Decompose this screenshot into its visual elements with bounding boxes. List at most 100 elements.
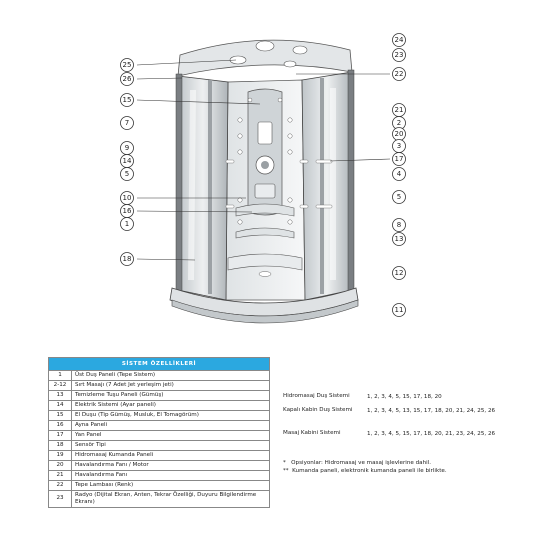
- row-number: 21: [48, 469, 72, 481]
- callout-left-10: 1: [120, 217, 134, 231]
- svg-text:21: 21: [395, 106, 404, 114]
- system-massage-cabin: Masaj Kabini Sistemi 1, 2, 3, 4, 5, 15, …: [283, 430, 513, 450]
- row-label: Tepe Lambası (Renk): [71, 479, 270, 491]
- svg-text:1: 1: [125, 220, 129, 228]
- row-number: 19: [48, 449, 72, 461]
- svg-text:17: 17: [395, 155, 404, 163]
- system-label: Kapalı Kabin Duş Sistemi: [283, 407, 353, 413]
- system-value: 1, 2, 3, 4, 5, 15, 17, 18, 20, 21, 23, 2…: [367, 431, 496, 437]
- svg-text:7: 7: [125, 119, 129, 127]
- callout-left-11: 18: [120, 252, 134, 266]
- row-label: Yan Panel: [71, 429, 270, 441]
- system-value: 1, 2, 3, 4, 5, 13, 15, 17, 18, 20, 21, 2…: [367, 408, 496, 414]
- row-label: Sensör Tipi: [71, 439, 270, 451]
- row-number: 13: [48, 389, 72, 401]
- svg-text:25: 25: [123, 61, 132, 69]
- svg-text:9: 9: [125, 144, 129, 152]
- svg-text:15: 15: [123, 96, 132, 104]
- svg-text:24: 24: [395, 36, 404, 44]
- row-number: 2-12: [48, 379, 72, 391]
- svg-text:22: 22: [395, 70, 404, 78]
- row-label: Elektrik Sistemi (Ayar paneli): [71, 399, 270, 411]
- callout-left-2: 26: [120, 72, 134, 86]
- callout-right-12: 13: [392, 232, 406, 246]
- callout-left-3: 15: [120, 93, 134, 107]
- callout-left-7: 5: [120, 167, 134, 181]
- row-number: 22: [48, 479, 72, 491]
- callout-right-1: 24: [392, 33, 406, 47]
- svg-text:3: 3: [397, 142, 401, 150]
- table-title: SİSTEM ÖZELLİKLERİ: [48, 357, 270, 371]
- svg-text:4: 4: [397, 170, 402, 178]
- system-hydromassage: Hidromasaj Duş Sistemi 1, 2, 3, 4, 5, 15…: [283, 393, 513, 405]
- callout-right-6: 20: [392, 127, 406, 141]
- svg-text:16: 16: [123, 207, 132, 215]
- svg-text:23: 23: [395, 51, 404, 59]
- row-label: Radyo (Dijital Ekran, Anten, Tekrar Özel…: [71, 489, 270, 508]
- callout-left-1: 25: [120, 58, 134, 72]
- svg-text:13: 13: [395, 235, 404, 243]
- row-label: Sırt Masajı (7 Adet Jet yerleşim jeti): [71, 379, 270, 391]
- row-number: 23: [48, 489, 72, 508]
- row-label: Temizleme Tuşu Paneli (Gümüş): [71, 389, 270, 401]
- row-label: Üst Duş Paneli (Tepe Sistem): [71, 370, 270, 381]
- callout-left-5: 9: [120, 141, 134, 155]
- callout-right-11: 8: [392, 218, 406, 232]
- system-closed-cabin: Kapalı Kabin Duş Sistemi 1, 2, 3, 4, 5, …: [283, 407, 513, 427]
- system-label: Hidromasaj Duş Sistemi: [283, 393, 350, 399]
- row-number: 17: [48, 429, 72, 441]
- row-number: 16: [48, 419, 72, 431]
- row-number: 15: [48, 409, 72, 421]
- leader-lines: [136, 59, 391, 261]
- svg-text:14: 14: [123, 157, 132, 165]
- svg-text:8: 8: [397, 221, 401, 229]
- svg-text:10: 10: [123, 194, 132, 202]
- svg-text:5: 5: [125, 170, 129, 178]
- svg-text:26: 26: [123, 75, 132, 83]
- row-label: Ayna Paneli: [71, 419, 270, 431]
- system-value: 1, 2, 3, 4, 5, 15, 17, 18, 20: [367, 394, 442, 400]
- footnote: * Opsiyonlar: Hidromasaj ve masaj işlevl…: [283, 460, 432, 466]
- row-label: Havalandırma Fanı: [71, 469, 270, 481]
- callout-left-4: 7: [120, 116, 134, 130]
- callout-right-4: 21: [392, 103, 406, 117]
- svg-text:11: 11: [395, 306, 404, 314]
- row-label: Hidromasaj Kumanda Paneli: [71, 449, 270, 461]
- callout-left-6: 14: [120, 154, 134, 168]
- callout-left-8: 10: [120, 191, 134, 205]
- row-number: 18: [48, 439, 72, 451]
- row-number: 20: [48, 459, 72, 471]
- row-number: 1: [48, 370, 72, 381]
- svg-text:18: 18: [123, 255, 132, 263]
- callout-right-8: 17: [392, 152, 406, 166]
- row-label: Havalandırma Fanı / Motor: [71, 459, 270, 471]
- callout-right-7: 3: [392, 139, 406, 153]
- footnote-text: Kumanda paneli, elektronik kumanda panel…: [292, 468, 447, 475]
- svg-text:20: 20: [395, 130, 404, 138]
- row-number: 14: [48, 399, 72, 411]
- footnote-text: Opsiyonlar: Hidromasaj ve masaj işlevler…: [291, 460, 432, 466]
- callout-left-9: 16: [120, 204, 134, 218]
- svg-text:5: 5: [397, 193, 401, 201]
- callout-right-14: 11: [392, 303, 406, 317]
- callout-right-2: 23: [392, 48, 406, 62]
- footnote: ** Kumanda paneli, elektronik kumanda pa…: [283, 468, 447, 475]
- callout-right-9: 4: [392, 167, 406, 181]
- callout-right-3: 22: [392, 67, 406, 81]
- footnotes: * Opsiyonlar: Hidromasaj ve masaj işlevl…: [283, 459, 523, 476]
- callout-right-13: 12: [392, 266, 406, 280]
